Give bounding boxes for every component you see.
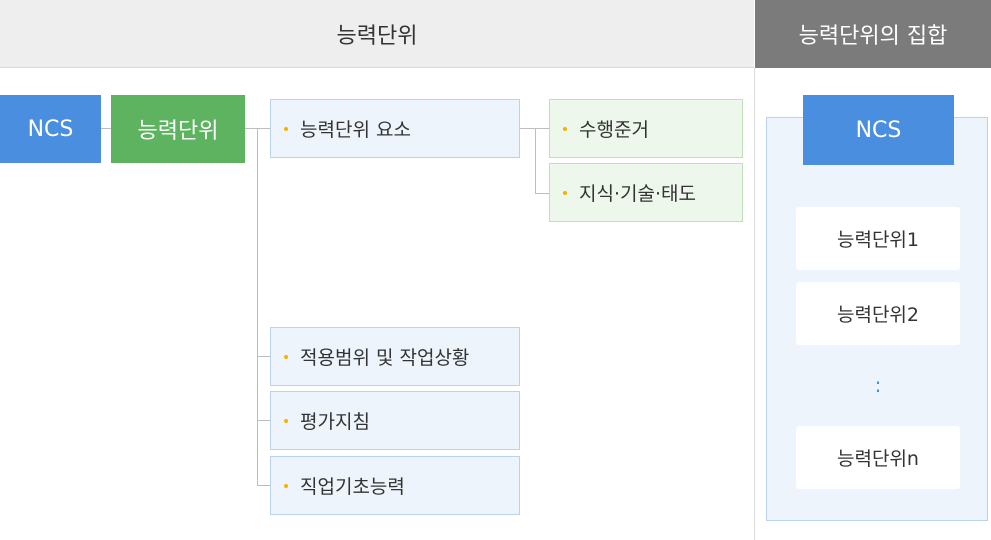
evaluation-guide-box: 평가지침: [270, 391, 520, 450]
set-item-n: 능력단위n: [796, 426, 960, 489]
bullet-dot: [563, 126, 567, 131]
connector-vertical-trunk: [257, 128, 258, 485]
unit-header: 능력단위: [0, 0, 754, 68]
set-ncs-label: NCS: [855, 117, 902, 143]
unit-label: 능력단위: [137, 119, 219, 144]
set-item-2: 능력단위2: [796, 282, 960, 345]
bullet-dot: [284, 418, 288, 423]
unit-set-header: 능력단위의 집합: [755, 0, 991, 68]
unit-box: 능력단위: [111, 95, 245, 163]
connector-element-branch: [520, 128, 549, 129]
bullet-dot: [284, 354, 288, 359]
bullet-dot: [284, 483, 288, 488]
connector-ncs-unit: [101, 128, 111, 129]
connector-element-vertical: [535, 128, 536, 193]
scope-situation-box: 적용범위 및 작업상황: [270, 327, 520, 386]
connector-ksa: [535, 193, 549, 194]
unit-element-label: 능력단위 요소: [300, 119, 411, 141]
set-item-label: 능력단위1: [836, 229, 919, 251]
ncs-box: NCS: [0, 95, 101, 163]
performance-criteria-box: 수행준거: [549, 99, 743, 158]
set-item-label: 능력단위2: [836, 304, 919, 326]
unit-header-title: 능력단위: [336, 23, 418, 49]
evaluation-guide-label: 평가지침: [300, 411, 370, 433]
ncs-label: NCS: [27, 116, 74, 142]
set-ncs-box: NCS: [803, 95, 954, 165]
knowledge-skill-attitude-label: 지식·기술·태도: [579, 183, 696, 205]
set-item-1: 능력단위1: [796, 207, 960, 270]
connector-scope: [257, 356, 270, 357]
knowledge-skill-attitude-box: 지식·기술·태도: [549, 163, 743, 222]
unit-element-box: 능력단위 요소: [270, 99, 520, 158]
bullet-dot: [284, 126, 288, 131]
unit-set-header-title: 능력단위의 집합: [798, 24, 948, 49]
performance-criteria-label: 수행준거: [579, 119, 649, 141]
basic-vocational-skills-box: 직업기초능력: [270, 456, 520, 515]
connector-evaluation: [257, 420, 270, 421]
column-divider: [754, 68, 755, 540]
basic-vocational-skills-label: 직업기초능력: [300, 476, 405, 498]
connector-basic-skills: [257, 485, 270, 486]
set-ellipsis: :: [874, 373, 882, 397]
bullet-dot: [563, 190, 567, 195]
scope-situation-label: 적용범위 및 작업상황: [300, 347, 470, 369]
set-item-label: 능력단위n: [837, 448, 919, 470]
